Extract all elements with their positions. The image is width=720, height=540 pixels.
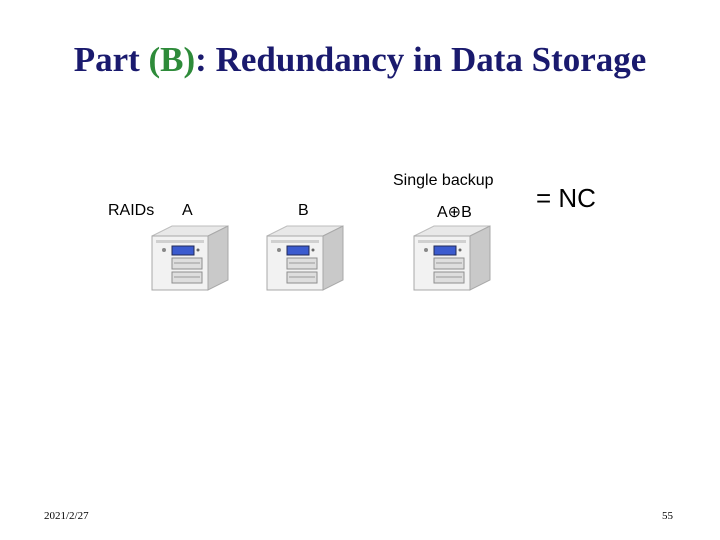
drive-label-axorb: A⊕B [437,204,472,221]
page-number: 55 [662,510,673,522]
drive-label-b: B [298,202,309,219]
drive-label-a: A [182,202,193,219]
storage-drive-icon [266,225,344,291]
storage-drive-icon [151,225,229,291]
slide-title: Part (B): Redundancy in Data Storage [0,40,720,80]
storage-drive-icon [413,225,491,291]
single-backup-label: Single backup [393,172,494,189]
raids-label: RAIDs [108,202,155,219]
slide-date: 2021/2/27 [44,510,89,522]
title-suffix: : Redundancy in Data Storage [195,40,647,79]
equals-nc: = NC [536,183,596,213]
title-highlight: (B) [148,40,196,79]
title-prefix: Part [73,40,149,79]
